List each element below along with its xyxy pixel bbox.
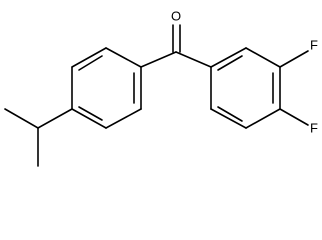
oxygen-atom-label: O xyxy=(171,8,181,23)
carbonyl-double-bond xyxy=(172,24,181,53)
isopropyl-group xyxy=(4,108,73,167)
left-benzene-ring xyxy=(71,47,142,129)
bond-carbonyl-to-left-ring xyxy=(140,51,177,68)
bond-carbonyl-to-right-ring xyxy=(175,51,212,68)
chemical-structure-drawing: O F F xyxy=(4,8,318,167)
bond-to-fluorine-bottom xyxy=(279,108,309,126)
bond-to-fluorine-top xyxy=(279,50,309,68)
right-benzene-ring xyxy=(210,47,281,129)
fluorine-bottom-atom-label: F xyxy=(310,120,318,135)
fluorine-top-atom-label: F xyxy=(310,37,318,52)
